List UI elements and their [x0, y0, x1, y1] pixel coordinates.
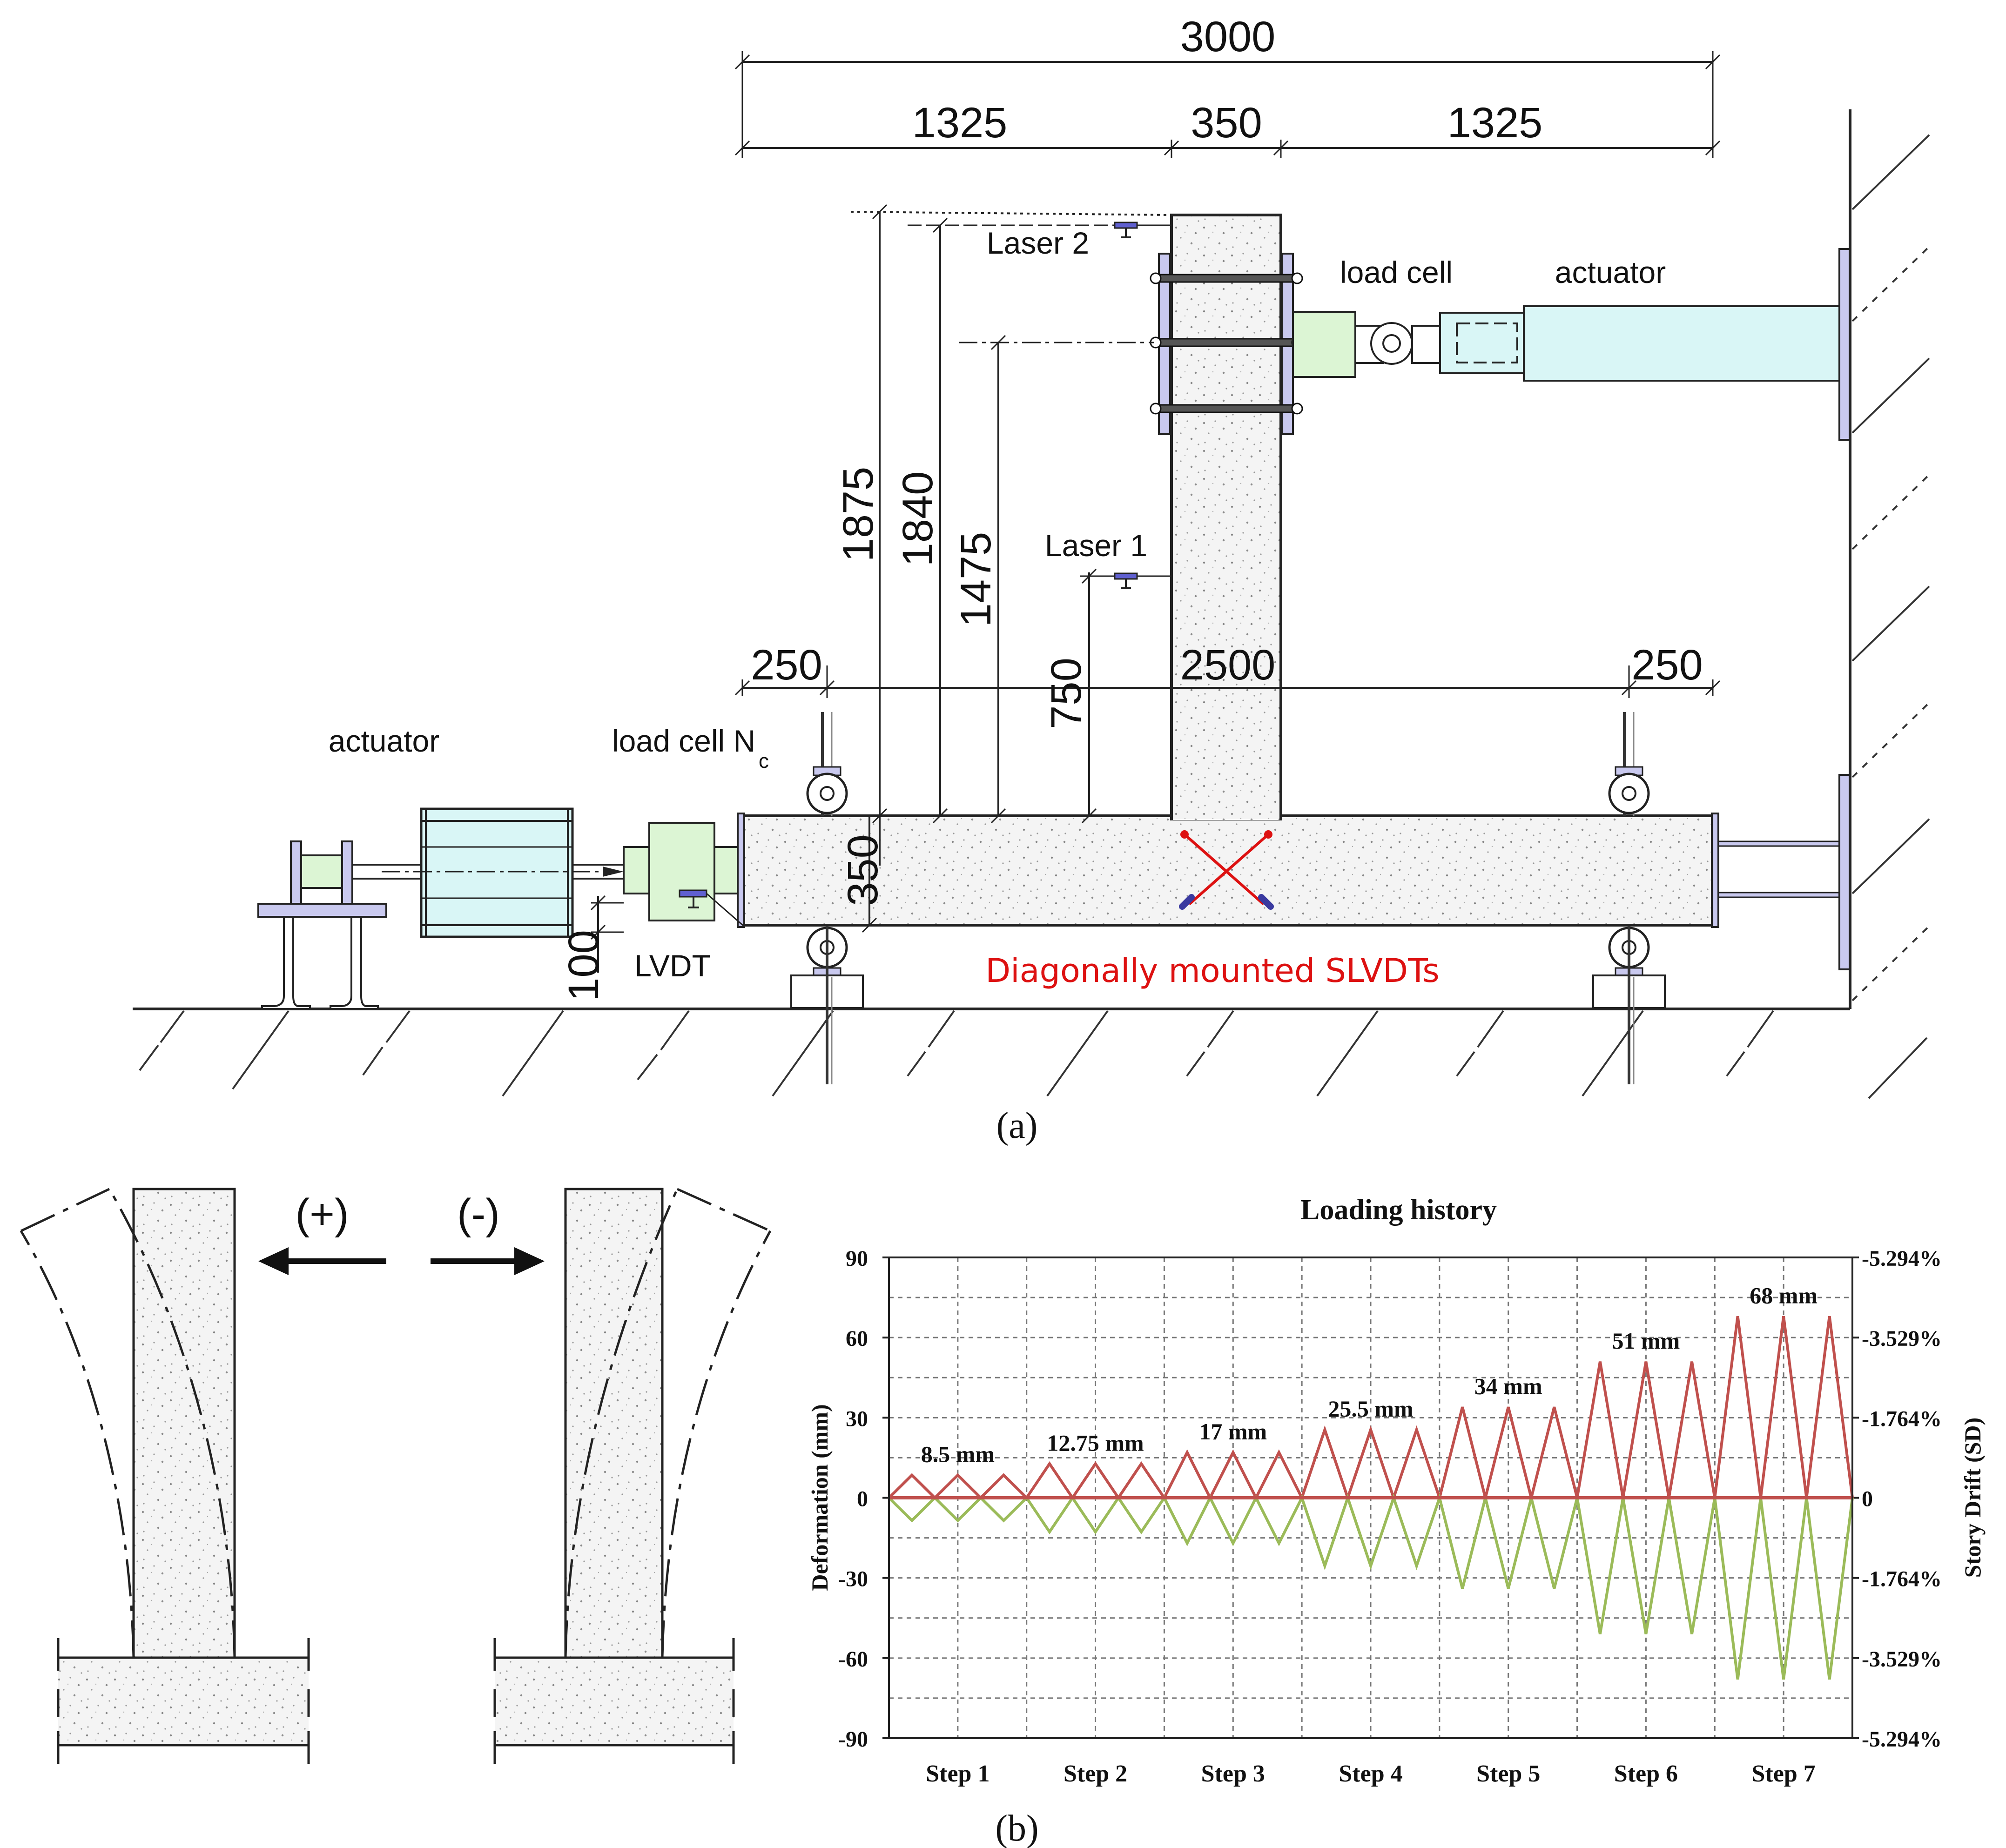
label-laser-1: Laser 1 — [1045, 528, 1147, 563]
top-loadcell — [1292, 311, 1441, 378]
chart-data-label: 68 mm — [1750, 1282, 1818, 1308]
chart-x-tick-label: Step 6 — [1614, 1761, 1678, 1787]
chart-title: Loading history — [1300, 1194, 1497, 1226]
label-lvdt: LVDT — [634, 948, 711, 983]
dim-left: 1325 — [912, 99, 1008, 147]
top-actuator — [1439, 248, 1851, 441]
chart-y2-tick-label: -3.529% — [1862, 1326, 1942, 1351]
label-actuator-top: actuator — [1555, 255, 1666, 289]
chart-y-tick-label: 60 — [846, 1326, 868, 1351]
caption-b: (b) — [995, 1808, 1038, 1848]
chart-y-tick-label: -30 — [838, 1567, 868, 1592]
label-actuator-left: actuator — [329, 724, 439, 758]
dim-overhang-left: 250 — [751, 641, 822, 689]
chart-y2-tick-label: -5.294% — [1862, 1727, 1942, 1752]
loading-history-chart: Loading history 90 -5.294% 60 -3.529% 30 -1.7… — [807, 1194, 1986, 1787]
dim-height-1840: 1840 — [894, 471, 942, 567]
chart-plot-frame — [888, 1257, 1853, 1739]
chart-series-line — [888, 1316, 1854, 1503]
column-negative — [564, 1188, 664, 1659]
label-load-cell-left: load cell N — [612, 724, 755, 758]
column-clamp — [1150, 253, 1303, 435]
chart-y-tick-label: 0 — [857, 1487, 868, 1512]
beam-end-plate-left — [737, 813, 745, 928]
support-left — [790, 712, 864, 1084]
chart-data-label: 34 mm — [1474, 1373, 1542, 1399]
chart-data-label: 51 mm — [1612, 1328, 1680, 1354]
label-direction-negative: (-) — [457, 1190, 500, 1238]
dimension-lines — [590, 51, 1721, 973]
label-laser-2: Laser 2 — [987, 226, 1089, 260]
chart-series — [888, 1316, 1854, 1680]
chart-data-label: 17 mm — [1199, 1418, 1267, 1445]
diagonal-slvdts — [1179, 830, 1274, 910]
column-positive — [132, 1188, 236, 1659]
chart-data-label: 12.75 mm — [1047, 1430, 1144, 1456]
dim-total: 3000 — [1180, 13, 1276, 60]
chart-y2-tick-label: -5.294% — [1862, 1246, 1942, 1271]
chart-y-tick-label: -90 — [838, 1727, 868, 1752]
dim-right: 1325 — [1447, 99, 1543, 147]
laser-2-sensor — [1114, 222, 1171, 238]
deformed-outline-negative — [564, 1188, 772, 1658]
label-direction-positive: (+) — [296, 1190, 349, 1238]
ground — [133, 1008, 1928, 1099]
beam-end-plate-right — [1711, 813, 1719, 928]
chart-y2-axis-label: Story Drift (SD) — [1959, 1418, 1986, 1578]
chart-y-tick-label: 30 — [846, 1406, 868, 1431]
arrow-left-icon — [258, 1247, 386, 1275]
chart-x-tick-label: Step 7 — [1752, 1761, 1816, 1787]
dim-overhang-right: 250 — [1631, 641, 1703, 689]
chart-series-line — [888, 1492, 1854, 1680]
dim-height-750: 750 — [1043, 658, 1090, 729]
chart-y-axis-label: Deformation (mm) — [807, 1404, 833, 1591]
specimen-column — [1170, 214, 1282, 820]
dim-height-1475: 1475 — [952, 532, 1000, 627]
dim-span: 2500 — [1180, 641, 1276, 689]
axial-actuator — [382, 807, 624, 938]
laser-1-sensor — [1114, 572, 1171, 589]
lvdt-sensor — [679, 889, 744, 927]
chart-x-tick-label: Step 4 — [1339, 1761, 1402, 1787]
foundation-positive — [58, 1658, 309, 1745]
label-diagonal-slvdts: Diagonally mounted SLVDTs — [985, 952, 1439, 990]
chart-y-tick-label: -60 — [838, 1647, 868, 1672]
axial-loadcell — [623, 822, 739, 921]
axial-actuator-frame — [257, 840, 421, 1010]
chart-ticks: 90 -5.294% 60 -3.529% 30 -1.764% 0 0 -30 -1.764% -… — [838, 1246, 1942, 1787]
chart-x-tick-label: Step 2 — [1064, 1761, 1127, 1787]
arrow-right-icon — [431, 1247, 545, 1275]
chart-y2-tick-label: -1.764% — [1862, 1567, 1942, 1592]
chart-annotations: 8.5 mm 12.75 mm 17 mm 25.5 mm 34 mm 51 mm 68 m… — [921, 1282, 1818, 1467]
support-right — [1592, 712, 1666, 1084]
dim-height-1875: 1875 — [835, 467, 882, 562]
beam-restraint-rods — [1717, 774, 1851, 970]
chart-data-label: 25.5 mm — [1328, 1396, 1413, 1422]
caption-a: (a) — [996, 1105, 1038, 1146]
chart-y2-tick-label: -3.529% — [1862, 1647, 1942, 1672]
panel-b-deformed-shapes: (+) (-) — [20, 1188, 772, 1764]
chart-y-tick-label: 90 — [846, 1246, 868, 1271]
dim-beam-depth: 350 — [839, 834, 887, 906]
chart-x-tick-label: Step 5 — [1476, 1761, 1540, 1787]
foundation-negative — [495, 1658, 734, 1745]
dim-column: 350 — [1191, 99, 1262, 147]
reaction-wall — [1849, 109, 1930, 1009]
deformed-outline-positive — [20, 1188, 236, 1658]
chart-x-tick-label: Step 3 — [1201, 1761, 1265, 1787]
ground-hatching — [139, 1010, 1928, 1099]
label-load-cell-top: load cell — [1340, 255, 1453, 289]
chart-y2-tick-label: -1.764% — [1862, 1406, 1942, 1431]
panel-a: 3000 1325 350 1325 250 2500 250 1875 184… — [133, 13, 1930, 1146]
chart-data-label: 8.5 mm — [921, 1441, 995, 1467]
chart-x-tick-label: Step 1 — [926, 1761, 990, 1787]
chart-y2-tick-label: 0 — [1862, 1487, 1873, 1512]
label-load-cell-left-subscript: c — [759, 750, 769, 773]
dim-offset-100: 100 — [560, 930, 607, 1001]
